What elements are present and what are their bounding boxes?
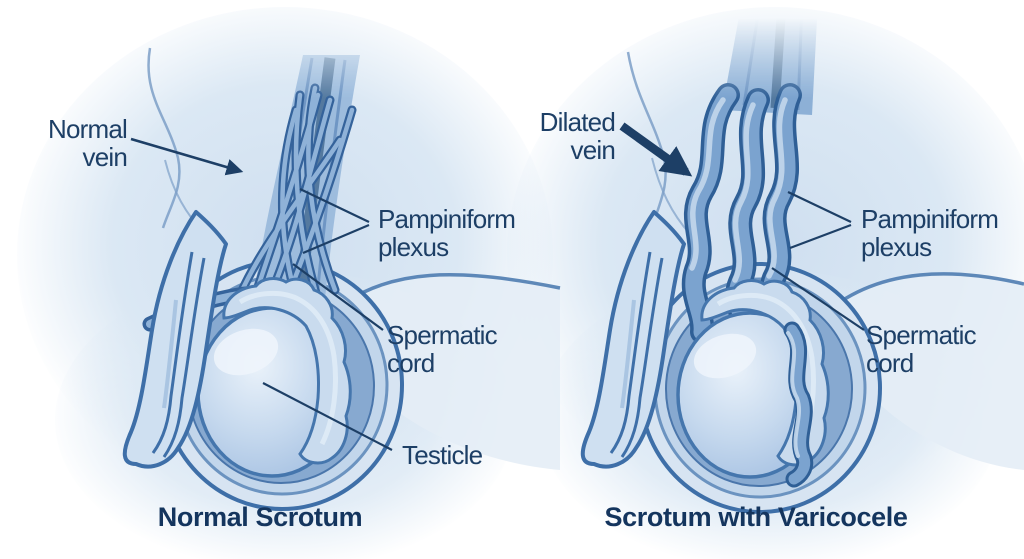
label-pampiniform-plexus-left: Pampiniform plexus <box>378 204 516 263</box>
label-dilated-vein: Dilated vein <box>539 107 616 166</box>
label-pampiniform-plexus-right: Pampiniform plexus <box>861 204 999 263</box>
plexus-leader-lower-left <box>302 223 370 255</box>
label-spermatic-cord-left: Spermatic cord <box>387 320 498 379</box>
dilated-vein-arrow-icon <box>619 122 693 177</box>
label-testicle: Testicle <box>402 440 483 470</box>
penis-normal <box>122 210 228 469</box>
epididymis-normal <box>222 277 352 465</box>
dilated-vein-lower <box>783 321 814 488</box>
spermatic-cord-leader-left <box>292 263 384 331</box>
spermatic-cord-leader-right <box>771 267 865 331</box>
caption-normal-scrotum: Normal Scrotum <box>157 502 363 532</box>
annotation-lines <box>130 122 865 451</box>
penis-varicocele <box>580 210 686 469</box>
normal-vein-arrow-icon <box>130 137 244 176</box>
varicocele-scrotum-illustration <box>580 0 1024 514</box>
caption-scrotum-with-varicocele: Scrotum with Varicocele <box>604 502 908 532</box>
label-spermatic-cord-right: Spermatic cord <box>866 320 977 379</box>
plexus-leader-upper-right <box>787 191 852 223</box>
label-normal-vein: Normal vein <box>48 114 128 173</box>
testicle-leader <box>262 382 393 451</box>
plexus-leader-upper-left <box>299 188 370 223</box>
plexus-leader-lower-right <box>789 223 852 250</box>
